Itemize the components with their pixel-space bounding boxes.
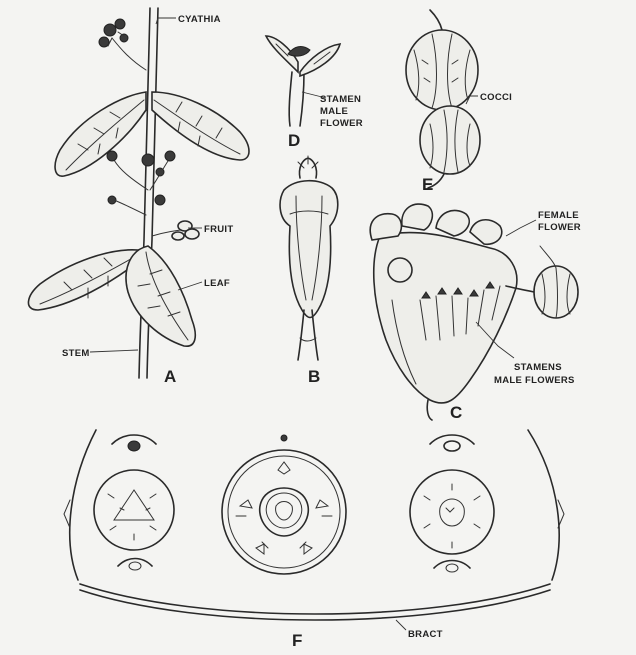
label-male-flowers: MALE FLOWERS	[494, 375, 575, 386]
female-flower-ovary	[534, 266, 578, 318]
cyathia-cluster-middle	[107, 151, 175, 215]
label-stem: STEM	[62, 348, 90, 359]
floral-diagram-left	[94, 435, 174, 570]
panel-letter-d: D	[288, 131, 300, 150]
label-female-flower: FLOWER	[538, 222, 581, 233]
label-cyathia: CYATHIA	[178, 14, 221, 25]
label-stamen: STAMEN	[320, 94, 361, 105]
cyathia-cluster-top	[99, 19, 146, 70]
panel-letter-f: F	[292, 631, 302, 650]
panel-a-shoot	[28, 8, 249, 378]
panel-b-cyathium	[280, 156, 338, 360]
panel-letter-c: C	[450, 403, 462, 422]
leaf-upper-right	[152, 92, 249, 160]
label-fruit: FRUIT	[204, 224, 233, 235]
leaf-upper-left	[55, 92, 146, 176]
fruit-branch	[152, 221, 199, 240]
panel-letter-b: B	[308, 367, 320, 386]
floral-diagram-center	[222, 450, 346, 574]
bract	[70, 430, 96, 580]
label-flower: FLOWER	[320, 118, 363, 129]
panel-f-floral-diagram	[64, 430, 564, 620]
label-male: MALE	[320, 106, 348, 117]
leaf-lower-left	[28, 250, 138, 310]
panel-letter-a: A	[164, 367, 176, 386]
label-leaf: LEAF	[204, 278, 230, 289]
label-bract: BRACT	[408, 629, 443, 640]
label-stamens: STAMENS	[514, 362, 562, 373]
floral-diagram-right	[410, 435, 494, 572]
label-cocci: COCCI	[480, 92, 512, 103]
panel-c-cyathium	[370, 204, 578, 420]
label-female: FEMALE	[538, 210, 579, 221]
panel-letter-e: E	[422, 175, 433, 194]
